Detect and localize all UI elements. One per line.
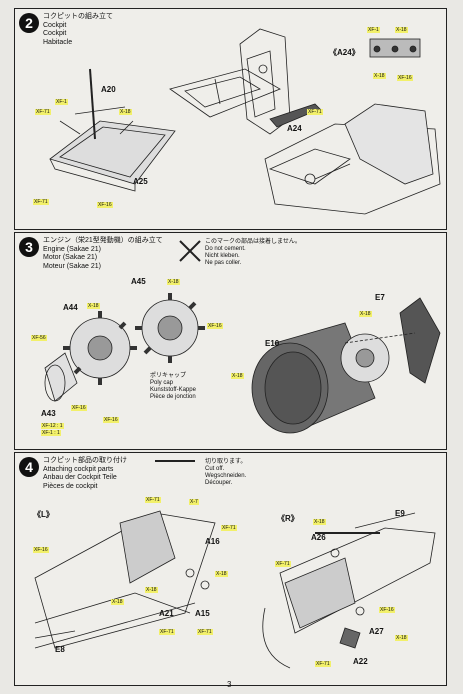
title-fr: Habitacle bbox=[43, 38, 73, 46]
label-a24: A24 bbox=[287, 124, 302, 133]
step-3-panel: 3 エンジン（栄21型発動機）の組み立て Engine (Sakae 21) M… bbox=[14, 232, 447, 450]
label-a25: A25 bbox=[133, 177, 148, 186]
cut-off-note: 切り取ります。 Cut off. Wegschneiden. Découper. bbox=[205, 459, 247, 486]
paint-tag: XF-56 bbox=[31, 335, 47, 341]
paint-tag: X-18 bbox=[231, 373, 244, 379]
paint-tag: X-18 bbox=[119, 109, 132, 115]
label-a27: A27 bbox=[369, 627, 384, 636]
paint-tag: XF-16 bbox=[33, 547, 49, 553]
label-a43: A43 bbox=[41, 409, 56, 418]
title-jp: エンジン（栄21型発動機）の組み立て bbox=[43, 237, 163, 244]
paint-tag: X-18 bbox=[313, 519, 326, 525]
step-number: 2 bbox=[19, 13, 39, 33]
paint-tag: X-18 bbox=[395, 27, 408, 33]
label-a22: A22 bbox=[353, 657, 368, 666]
paint-tag: XF-16 bbox=[397, 75, 413, 81]
label-e9: E9 bbox=[395, 509, 405, 518]
label-e8: E8 bbox=[55, 645, 65, 654]
fuselage-assembly-drawing bbox=[34, 460, 436, 669]
cockpit-assembly-drawing bbox=[49, 28, 441, 215]
page-number: 3 bbox=[227, 680, 232, 689]
paint-tag: X-18 bbox=[87, 303, 100, 309]
title-en: Attaching cockpit parts bbox=[43, 465, 114, 473]
step-number: 3 bbox=[19, 237, 39, 257]
title-en: Cockpit bbox=[43, 21, 67, 29]
engine-assembly-drawing bbox=[44, 240, 441, 434]
title-fr: Moteur (Sakae 21) bbox=[43, 262, 101, 270]
paint-tag: XF-71 bbox=[159, 629, 175, 635]
paint-tag: XF-1 bbox=[367, 27, 380, 33]
paint-tag: XF-71 bbox=[275, 561, 291, 567]
no-cement-note: このマークの部品は接着しません。 Do not cement. Nicht kl… bbox=[205, 239, 301, 266]
paint-tag: X-18 bbox=[167, 279, 180, 285]
paint-tag: XF-71 bbox=[197, 629, 213, 635]
title-de: Motor (Sakae 21) bbox=[43, 254, 98, 261]
step-titles: エンジン（栄21型発動機）の組み立て Engine (Sakae 21) Mot… bbox=[43, 237, 163, 271]
step-titles: コクピット部品の取り付け Attaching cockpit parts Anb… bbox=[43, 457, 127, 491]
title-jp: コクピットの組み立て bbox=[43, 13, 113, 20]
step-number: 4 bbox=[19, 457, 39, 477]
title-jp: コクピット部品の取り付け bbox=[43, 457, 127, 464]
title-en: Engine (Sakae 21) bbox=[43, 245, 101, 253]
paint-tag: XF-71 bbox=[307, 109, 323, 115]
title-de: Anbau der Cockpit Teile bbox=[43, 474, 117, 481]
label-a24-box: 《A24》 bbox=[329, 48, 360, 57]
paint-tag: XF-71 bbox=[35, 109, 51, 115]
paint-tag: XF-71 bbox=[315, 661, 331, 667]
paint-tag: X-18 bbox=[359, 311, 372, 317]
paint-tag: XF-1 : 1 bbox=[41, 430, 61, 436]
paint-tag: XF-12 : 1 bbox=[41, 423, 64, 429]
label-a44: A44 bbox=[63, 303, 78, 312]
paint-tag: XF-71 bbox=[145, 497, 161, 503]
label-a20: A20 bbox=[101, 85, 116, 94]
paint-tag: X-18 bbox=[111, 599, 124, 605]
label-l: 《L》 bbox=[33, 510, 54, 519]
paint-tag: XF-71 bbox=[33, 199, 49, 205]
paint-tag: XF-1 bbox=[55, 99, 68, 105]
paint-tag: XF-71 bbox=[221, 525, 237, 531]
paint-tag: X-7 bbox=[189, 499, 199, 505]
paint-tag: XF-16 bbox=[379, 607, 395, 613]
label-a21: A21 bbox=[159, 609, 174, 618]
paint-tag: X-18 bbox=[215, 571, 228, 577]
label-r: 《R》 bbox=[277, 514, 299, 523]
paint-tag: XF-16 bbox=[71, 405, 87, 411]
paint-tag: X-18 bbox=[395, 635, 408, 641]
label-a26: A26 bbox=[311, 533, 326, 542]
label-a15: A15 bbox=[195, 609, 210, 618]
no-cement-icon bbox=[179, 240, 201, 262]
label-a16: A16 bbox=[205, 537, 220, 546]
paint-tag: X-18 bbox=[373, 73, 386, 79]
label-e10: E10 bbox=[265, 339, 280, 348]
step-4-panel: 4 コクピット部品の取り付け Attaching cockpit parts A… bbox=[14, 452, 447, 686]
paint-tag: XF-16 bbox=[103, 417, 119, 423]
title-de: Cockpit bbox=[43, 30, 67, 37]
paint-tag: X-18 bbox=[145, 587, 158, 593]
polycap-note: ポリキャップ Poly cap Kunststoff-Kappe Pièce d… bbox=[150, 373, 196, 400]
paint-tag: XF-16 bbox=[207, 323, 223, 329]
label-a45: A45 bbox=[131, 277, 146, 286]
step-titles: コクピットの組み立て Cockpit Cockpit Habitacle bbox=[43, 13, 113, 47]
paint-tag: XF-16 bbox=[97, 202, 113, 208]
label-e7: E7 bbox=[375, 293, 385, 302]
step-2-panel: 2 コクピットの組み立て Cockpit Cockpit Habitacle bbox=[14, 8, 447, 230]
title-fr: Pièces de cockpit bbox=[43, 482, 98, 490]
